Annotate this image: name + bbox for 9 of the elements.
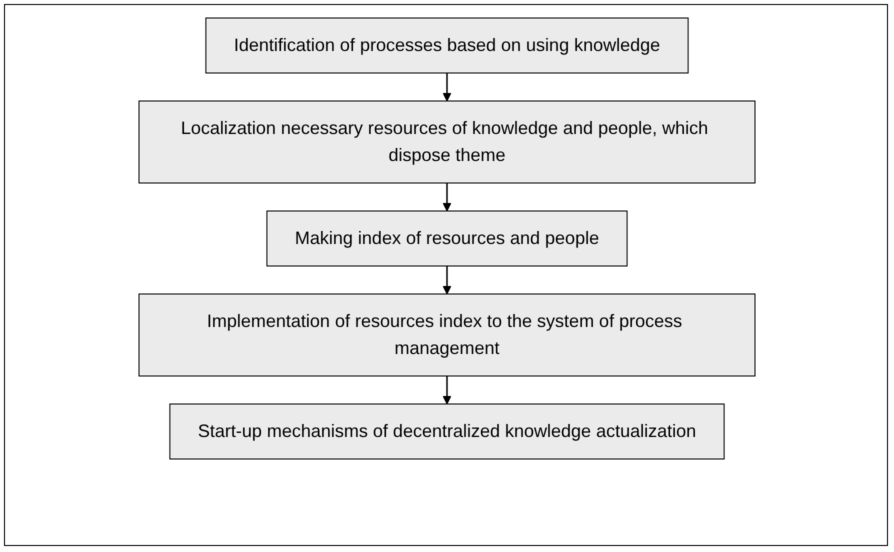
node-box: Making index of resources and people — [266, 210, 628, 266]
node-box: Localization necessary resources of knowledge and people, which dispose theme — [138, 100, 756, 184]
node-box: Implementation of resources index to the system of process management — [138, 294, 756, 376]
arrow — [442, 73, 452, 102]
arrow — [442, 376, 452, 404]
node-box: Identification of processes based on using knowledge — [205, 18, 689, 74]
node-box: Start-up mechanisms of decentralized knowledge actualization — [169, 404, 725, 460]
arrow — [442, 183, 452, 212]
arrow — [442, 266, 452, 294]
